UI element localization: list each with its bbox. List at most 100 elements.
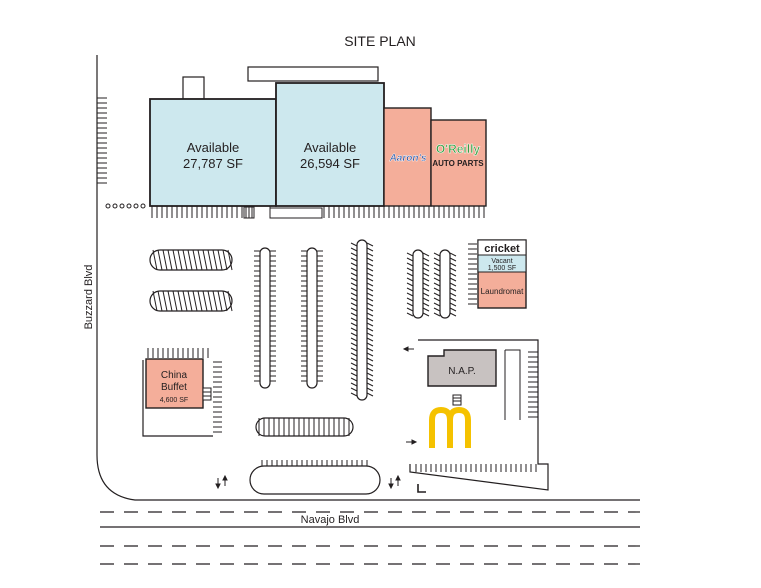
vacant-name: Vacant — [491, 258, 512, 265]
west-parking-stalls — [97, 97, 107, 184]
available-1-size: 27,787 SF — [183, 156, 243, 171]
stall-line — [433, 272, 441, 277]
stall-line — [350, 312, 358, 317]
stall-line — [366, 382, 374, 387]
stall-line — [449, 297, 457, 302]
stall-line — [422, 277, 430, 282]
mcdonalds-arches-icon[interactable] — [429, 406, 471, 448]
pad-site-curb — [409, 339, 549, 491]
stall-line — [449, 307, 457, 312]
stall-line — [449, 262, 457, 267]
stall-line — [406, 267, 414, 272]
stall-line — [366, 387, 374, 392]
bollard-dot — [133, 203, 139, 209]
stall-line — [406, 312, 414, 317]
stall-line — [177, 249, 183, 271]
bollard-dot — [126, 203, 132, 209]
vacant-unit — [477, 254, 527, 273]
stall-line — [449, 312, 457, 317]
stall-line — [449, 287, 457, 292]
stall-line — [366, 317, 374, 322]
stall-line — [350, 277, 358, 282]
stall-line — [350, 272, 358, 277]
drive-thru-lane — [504, 349, 521, 420]
stall-line — [366, 307, 374, 312]
stall-line — [366, 362, 374, 367]
stall-line — [350, 357, 358, 362]
stall-line — [350, 347, 358, 352]
parking-islands — [147, 239, 538, 472]
stall-line — [406, 282, 414, 287]
stall-line — [422, 272, 430, 277]
stall-line — [152, 249, 158, 271]
stall-line — [192, 249, 198, 271]
stall-line — [350, 332, 358, 337]
parking-island — [439, 249, 451, 319]
stall-line — [366, 372, 374, 377]
accessible-ramp-marker — [243, 206, 255, 219]
stall-line — [227, 290, 233, 312]
stall-line — [366, 287, 374, 292]
stall-line — [202, 249, 208, 271]
stall-line — [350, 247, 358, 252]
stall-line — [366, 247, 374, 252]
stall-line — [449, 302, 457, 307]
stall-line — [433, 302, 441, 307]
oreilly-logo-bottom: AUTO PARTS — [432, 159, 484, 168]
china-buffet-name-1: China — [161, 370, 188, 381]
stall-line — [406, 262, 414, 267]
stall-line — [406, 272, 414, 277]
china-buffet-curb — [142, 360, 213, 437]
stall-line — [350, 337, 358, 342]
building-china-buffet[interactable] — [145, 358, 204, 409]
building-oreilly[interactable] — [430, 119, 487, 207]
stall-line — [406, 292, 414, 297]
stall-line — [433, 312, 441, 317]
stall-line — [366, 272, 374, 277]
laundromat-name: Laundromat — [481, 287, 524, 296]
stall-line — [366, 327, 374, 332]
bollard-dot — [119, 203, 125, 209]
parking-island — [306, 247, 318, 389]
stall-line — [366, 302, 374, 307]
parking-island — [356, 239, 368, 401]
stall-line — [197, 290, 203, 312]
stall-line — [350, 297, 358, 302]
stall-line — [449, 267, 457, 272]
stall-line — [192, 290, 198, 312]
bollard-dot — [112, 203, 118, 209]
parking-island — [412, 249, 424, 319]
nap-pad[interactable] — [427, 349, 497, 387]
stall-line — [366, 297, 374, 302]
oreilly-logo-top: O'Reilly — [436, 142, 481, 156]
stall-line — [366, 332, 374, 337]
stall-line — [350, 257, 358, 262]
stall-line — [222, 290, 228, 312]
building-aarons[interactable] — [383, 107, 432, 207]
bollard-dot — [140, 203, 146, 209]
stall-line — [182, 290, 188, 312]
strip-front-pad — [269, 207, 323, 219]
stall-line — [422, 312, 430, 317]
stall-line — [422, 262, 430, 267]
stall-line — [162, 290, 168, 312]
stall-line — [366, 357, 374, 362]
stall-line — [350, 362, 358, 367]
bollards — [105, 203, 146, 209]
stall-line — [350, 242, 358, 247]
stall-line — [207, 290, 213, 312]
parking-island — [259, 247, 271, 389]
available-1-name: Available — [187, 140, 240, 155]
stall-line — [350, 292, 358, 297]
stall-line — [350, 322, 358, 327]
china-buffet-size: 4,600 SF — [160, 397, 188, 404]
stall-line — [406, 257, 414, 262]
stall-line — [406, 302, 414, 307]
stall-line — [406, 277, 414, 282]
strip-front-parking-stalls — [151, 206, 485, 305]
stall-line — [449, 272, 457, 277]
navajo-blvd-label: Navajo Blvd — [301, 514, 360, 526]
vacant-size: 1,500 SF — [488, 265, 516, 272]
stall-line — [172, 290, 178, 312]
aarons-logo: Aaron's — [389, 153, 427, 164]
